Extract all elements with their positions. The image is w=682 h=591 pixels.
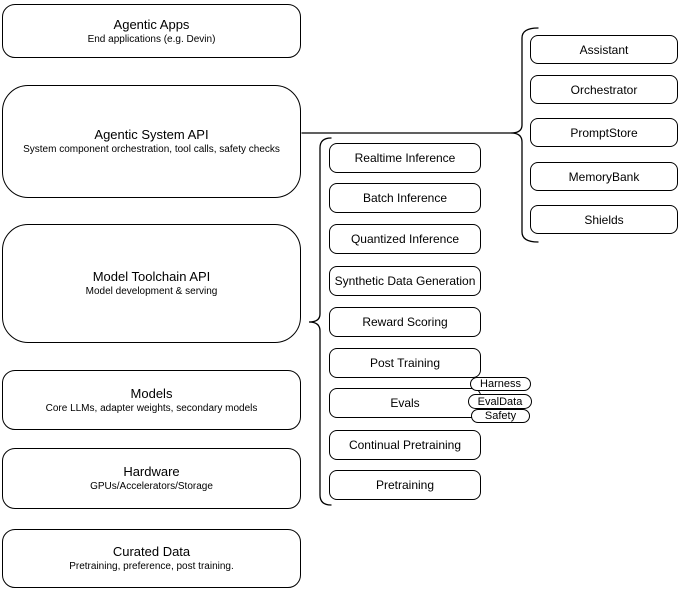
node-shields[interactable]: Shields bbox=[530, 205, 678, 234]
node-batch-inference[interactable]: Batch Inference bbox=[329, 183, 481, 213]
node-subtitle: Pretraining, preference, post training. bbox=[69, 561, 234, 572]
node-assistant[interactable]: Assistant bbox=[530, 35, 678, 64]
tag-label: Safety bbox=[484, 410, 517, 422]
node-realtime-inference[interactable]: Realtime Inference bbox=[329, 143, 481, 173]
node-promptstore[interactable]: PromptStore bbox=[530, 118, 678, 147]
node-orchestrator[interactable]: Orchestrator bbox=[530, 75, 678, 104]
node-title: Agentic System API bbox=[94, 127, 209, 142]
node-post-training[interactable]: Post Training bbox=[329, 348, 481, 378]
node-synthetic-data-generation[interactable]: Synthetic Data Generation bbox=[329, 266, 481, 296]
node-label: PromptStore bbox=[570, 125, 638, 140]
node-subtitle: Core LLMs, adapter weights, secondary mo… bbox=[45, 402, 258, 414]
node-subtitle: System component orchestration, tool cal… bbox=[23, 144, 280, 155]
node-hardware[interactable]: Hardware GPUs/Accelerators/Storage bbox=[2, 448, 301, 509]
node-reward-scoring[interactable]: Reward Scoring bbox=[329, 307, 481, 337]
node-pretraining[interactable]: Pretraining bbox=[329, 470, 481, 500]
node-label: Shields bbox=[584, 212, 624, 227]
tag-label: Harness bbox=[480, 378, 521, 390]
tag-evaldata[interactable]: EvalData bbox=[468, 394, 532, 409]
node-agentic-system-api[interactable]: Agentic System API System component orch… bbox=[2, 85, 301, 198]
node-label: Assistant bbox=[579, 42, 629, 57]
toolchain-brace bbox=[308, 137, 332, 506]
node-label: Post Training bbox=[369, 356, 441, 370]
node-subtitle: Model development & serving bbox=[85, 286, 218, 297]
node-title: Model Toolchain API bbox=[92, 269, 211, 284]
node-label: Quantized Inference bbox=[350, 232, 460, 246]
node-title: Agentic Apps bbox=[113, 16, 190, 32]
node-label: Realtime Inference bbox=[354, 151, 456, 165]
node-label: Synthetic Data Generation bbox=[334, 274, 476, 288]
node-title: Models bbox=[130, 385, 173, 401]
node-label: Pretraining bbox=[375, 478, 435, 492]
node-subtitle: End applications (e.g. Devin) bbox=[87, 33, 216, 45]
node-label: Reward Scoring bbox=[362, 315, 448, 329]
node-evals[interactable]: Evals bbox=[329, 388, 481, 418]
tag-label: EvalData bbox=[477, 395, 523, 408]
node-models[interactable]: Models Core LLMs, adapter weights, secon… bbox=[2, 370, 301, 430]
tag-safety[interactable]: Safety bbox=[471, 409, 530, 423]
node-title: Hardware bbox=[123, 464, 180, 479]
node-curated-data[interactable]: Curated Data Pretraining, preference, po… bbox=[2, 529, 301, 588]
node-continual-pretraining[interactable]: Continual Pretraining bbox=[329, 430, 481, 460]
node-label: Continual Pretraining bbox=[348, 438, 462, 452]
node-label: Orchestrator bbox=[570, 82, 638, 97]
node-label: MemoryBank bbox=[568, 169, 640, 184]
node-model-toolchain-api[interactable]: Model Toolchain API Model development & … bbox=[2, 224, 301, 343]
system-components-brace bbox=[510, 27, 539, 243]
node-agentic-apps[interactable]: Agentic Apps End applications (e.g. Devi… bbox=[2, 4, 301, 58]
node-title: Curated Data bbox=[112, 544, 191, 559]
node-label: Evals bbox=[390, 396, 420, 410]
node-label: Batch Inference bbox=[362, 191, 448, 205]
node-memorybank[interactable]: MemoryBank bbox=[530, 162, 678, 191]
node-quantized-inference[interactable]: Quantized Inference bbox=[329, 224, 481, 254]
tag-harness[interactable]: Harness bbox=[470, 377, 531, 391]
node-subtitle: GPUs/Accelerators/Storage bbox=[90, 481, 213, 492]
